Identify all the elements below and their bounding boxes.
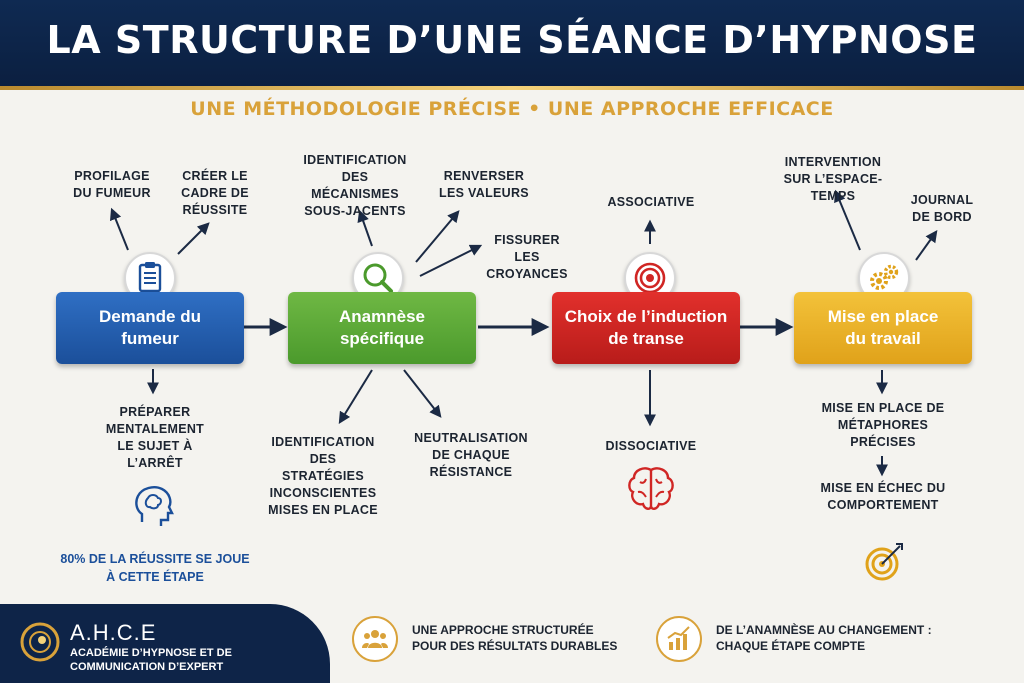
label-associative: ASSOCIATIVE	[607, 195, 695, 209]
team-icon	[362, 630, 388, 648]
arrow-s1-top-a	[109, 207, 129, 251]
step-mise-en-place: Mise en place du travail	[794, 292, 972, 364]
success-note: 80% DE LA RÉUSSITE SE JOUE À CETTE ÉTAPE	[60, 552, 250, 584]
step-anamnese: Anamnèse spécifique	[288, 292, 476, 364]
footer-brand-panel	[0, 604, 330, 683]
arrow-s4-top-a	[834, 189, 861, 251]
clipboard-icon	[138, 262, 162, 293]
ahce-logo-icon	[20, 622, 60, 662]
arrow-s2-top-b	[415, 210, 460, 263]
label-profilage: PROFILAGE DU FUMEUR	[73, 169, 151, 200]
label-metaphores: MISE EN PLACE DE MÉTAPHORES PRÉCISES	[821, 401, 945, 449]
brand-subtitle: ACADÉMIE D’HYPNOSE ET DE COMMUNICATION D…	[70, 647, 232, 673]
arrow-s2-top-a	[357, 209, 373, 247]
label-identification-strategies: IDENTIFICATION DES STRATÉGIES INCONSCIEN…	[268, 435, 378, 517]
label-renverser-valeurs: RENVERSER LES VALEURS	[439, 169, 529, 200]
label-cadre-reussite: CRÉER LE CADRE DE RÉUSSITE	[181, 169, 249, 217]
label-mise-en-echec: MISE EN ÉCHEC DU COMPORTEMENT	[820, 481, 946, 512]
arrow-s2-bottom-a	[338, 369, 373, 425]
label-fissurer-croyances: FISSURER LES CROYANCES	[486, 233, 568, 281]
head-brain-icon	[135, 486, 174, 526]
label-intervention-espace-temps: INTERVENTION SUR L’ESPACE-TEMPS	[783, 155, 883, 203]
magnifier-icon	[363, 263, 393, 293]
label-journal-de-bord: JOURNAL DE BORD	[910, 193, 974, 224]
step-3-label: Choix de l’induction de transe	[564, 307, 728, 348]
feature-structured-approach: UNE APPROCHE STRUCTURÉE POUR DES RÉSULTA…	[412, 623, 618, 653]
arrow-s2-bottom-b	[403, 369, 442, 418]
step-1-label: Demande du fumeur	[98, 307, 202, 348]
bullseye-icon	[865, 543, 903, 581]
label-identification-mecanismes: IDENTIFICATION DES MÉCANISMES SOUS-JACEN…	[303, 153, 407, 218]
arrow-s2-top-c	[419, 244, 483, 277]
step-demande-fumeur: Demande du fumeur	[56, 292, 244, 364]
header-banner	[0, 0, 1024, 88]
gears-icon	[870, 264, 899, 290]
header-gold-line	[0, 86, 1024, 90]
arrow-s4-top-b	[915, 230, 938, 261]
brand-name: A.H.C.E	[70, 620, 157, 645]
growth-chart-icon	[667, 626, 690, 650]
page-title: LA STRUCTURE D’UNE SÉANCE D’HYPNOSE	[46, 18, 978, 62]
arrow-s1-top-b	[177, 222, 210, 255]
page-subtitle: UNE MÉTHODOLOGIE PRÉCISE • UNE APPROCHE …	[190, 98, 834, 120]
feature-each-step-counts: DE L’ANAMNÈSE AU CHANGEMENT : CHAQUE ÉTA…	[716, 623, 932, 653]
label-preparer: PRÉPARER MENTALEMENT LE SUJET À L’ARRÊT	[105, 405, 205, 470]
step-2-label: Anamnèse spécifique	[339, 307, 425, 348]
step-4-label: Mise en place du travail	[827, 307, 939, 348]
growth-chart-icon-badge	[656, 616, 702, 662]
team-icon-badge	[352, 616, 398, 662]
brain-icon	[628, 467, 674, 510]
step-choix-induction: Choix de l’induction de transe	[552, 292, 740, 364]
label-neutralisation: NEUTRALISATION DE CHAQUE RÉSISTANCE	[414, 431, 528, 479]
label-dissociative: DISSOCIATIVE	[605, 439, 697, 453]
